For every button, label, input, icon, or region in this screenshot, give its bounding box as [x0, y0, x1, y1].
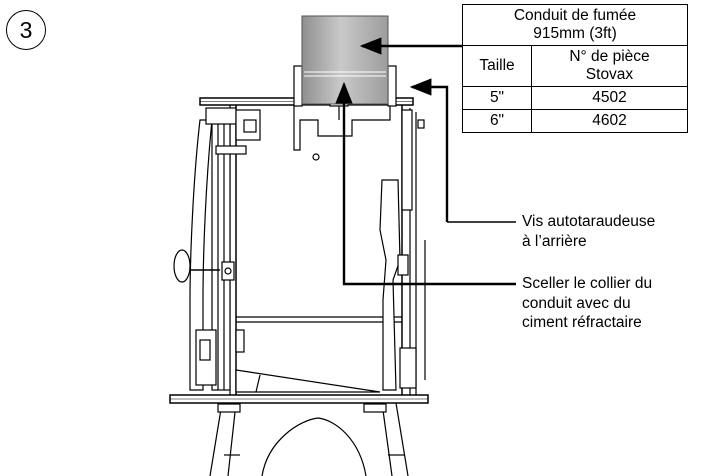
callout-seal-line1: Sceller le collier du — [522, 275, 653, 292]
table-column-headers: Taille N° de pièce Stovax — [462, 45, 688, 87]
table-row: 6" 4602 — [462, 109, 688, 133]
table-title-line2: 915mm (3ft) — [533, 25, 617, 42]
leader-lines — [335, 37, 516, 286]
table-title: Conduit de fumée 915mm (3ft) — [462, 4, 688, 46]
callout-seal-line3: ciment réfractaire — [522, 314, 642, 331]
parts-table: Conduit de fumée 915mm (3ft) Taille N° d… — [462, 4, 688, 133]
column-header-part: N° de pièce Stovax — [531, 45, 688, 87]
table-cell-part: 4602 — [531, 109, 688, 133]
table-cell-size: 5" — [462, 86, 532, 110]
flue-pipe — [301, 15, 389, 105]
stove-body — [169, 97, 429, 476]
step-number: 3 — [19, 16, 33, 43]
callout-screw-line2: à l’arrière — [522, 232, 587, 250]
column-header-size: Taille — [462, 45, 532, 87]
table-row: 5" 4502 — [462, 86, 688, 110]
column-header-part-line2: Stovax — [585, 66, 634, 83]
column-header-part-line1: N° de pièce — [569, 48, 650, 65]
callout-screw: Vis autotaraudeuse à l’arrière — [522, 212, 655, 251]
table-title-line1: Conduit de fumée — [513, 7, 637, 24]
table-cell-part: 4502 — [531, 86, 688, 110]
table-header-row: Conduit de fumée 915mm (3ft) — [462, 4, 688, 46]
callout-seal: Sceller le collier du conduit avec du ci… — [522, 274, 652, 333]
callout-screw-line1: Vis autotaraudeuse — [522, 213, 656, 230]
step-number-badge: 3 — [6, 10, 46, 50]
callout-seal-line2: conduit avec du — [522, 294, 631, 312]
table-cell-size: 6" — [462, 109, 532, 133]
